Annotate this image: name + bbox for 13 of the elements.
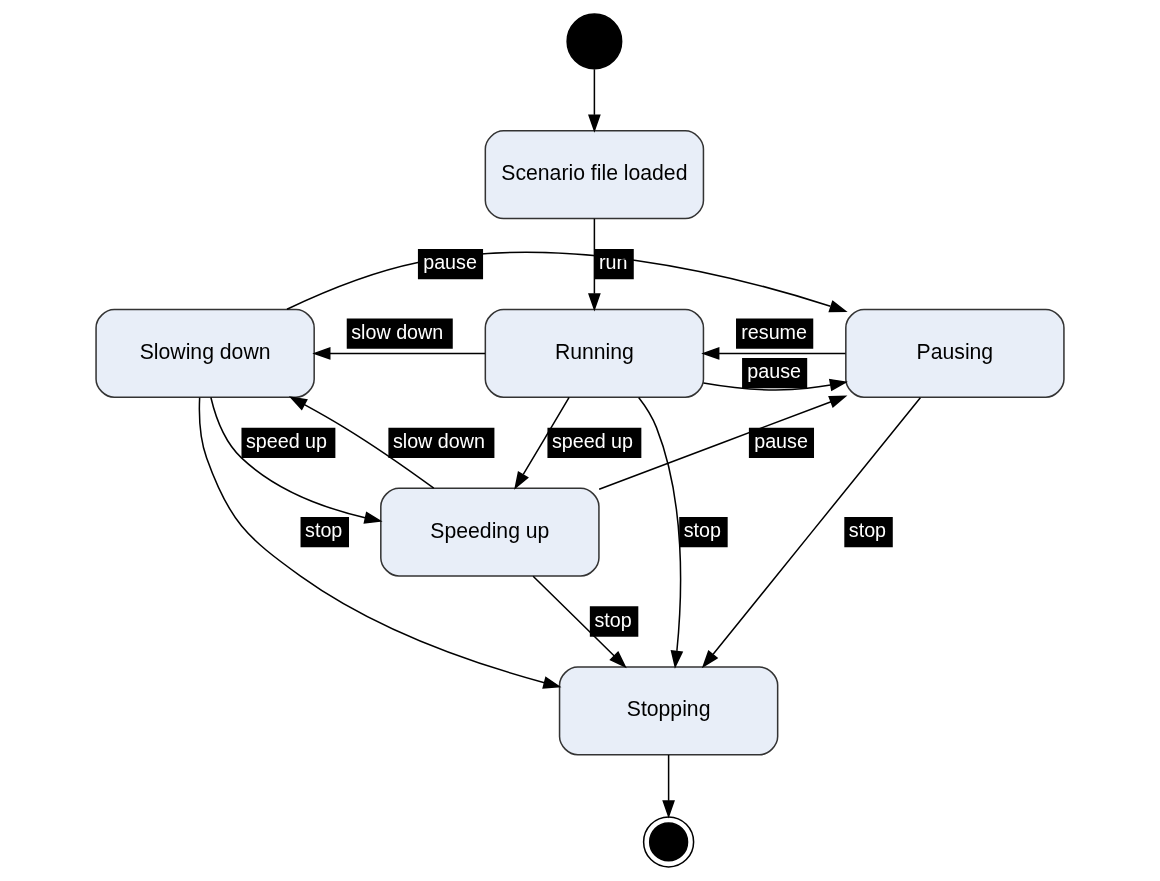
edge-label: speed up	[246, 429, 328, 452]
edge-label: slow down	[351, 320, 444, 343]
edge-label: stop	[305, 519, 343, 542]
edge-label: run	[598, 251, 628, 274]
edge-label: speed up	[551, 429, 633, 452]
edge-label: pause	[754, 429, 808, 452]
edge-label: resume	[741, 320, 807, 343]
edge-label: pause	[423, 251, 477, 274]
edge-label: stop	[848, 519, 887, 542]
edge-label: stop	[594, 608, 632, 631]
edge-label: slow down	[392, 429, 485, 452]
edge-label: stop	[683, 519, 721, 542]
edge-label: pause	[747, 360, 802, 383]
